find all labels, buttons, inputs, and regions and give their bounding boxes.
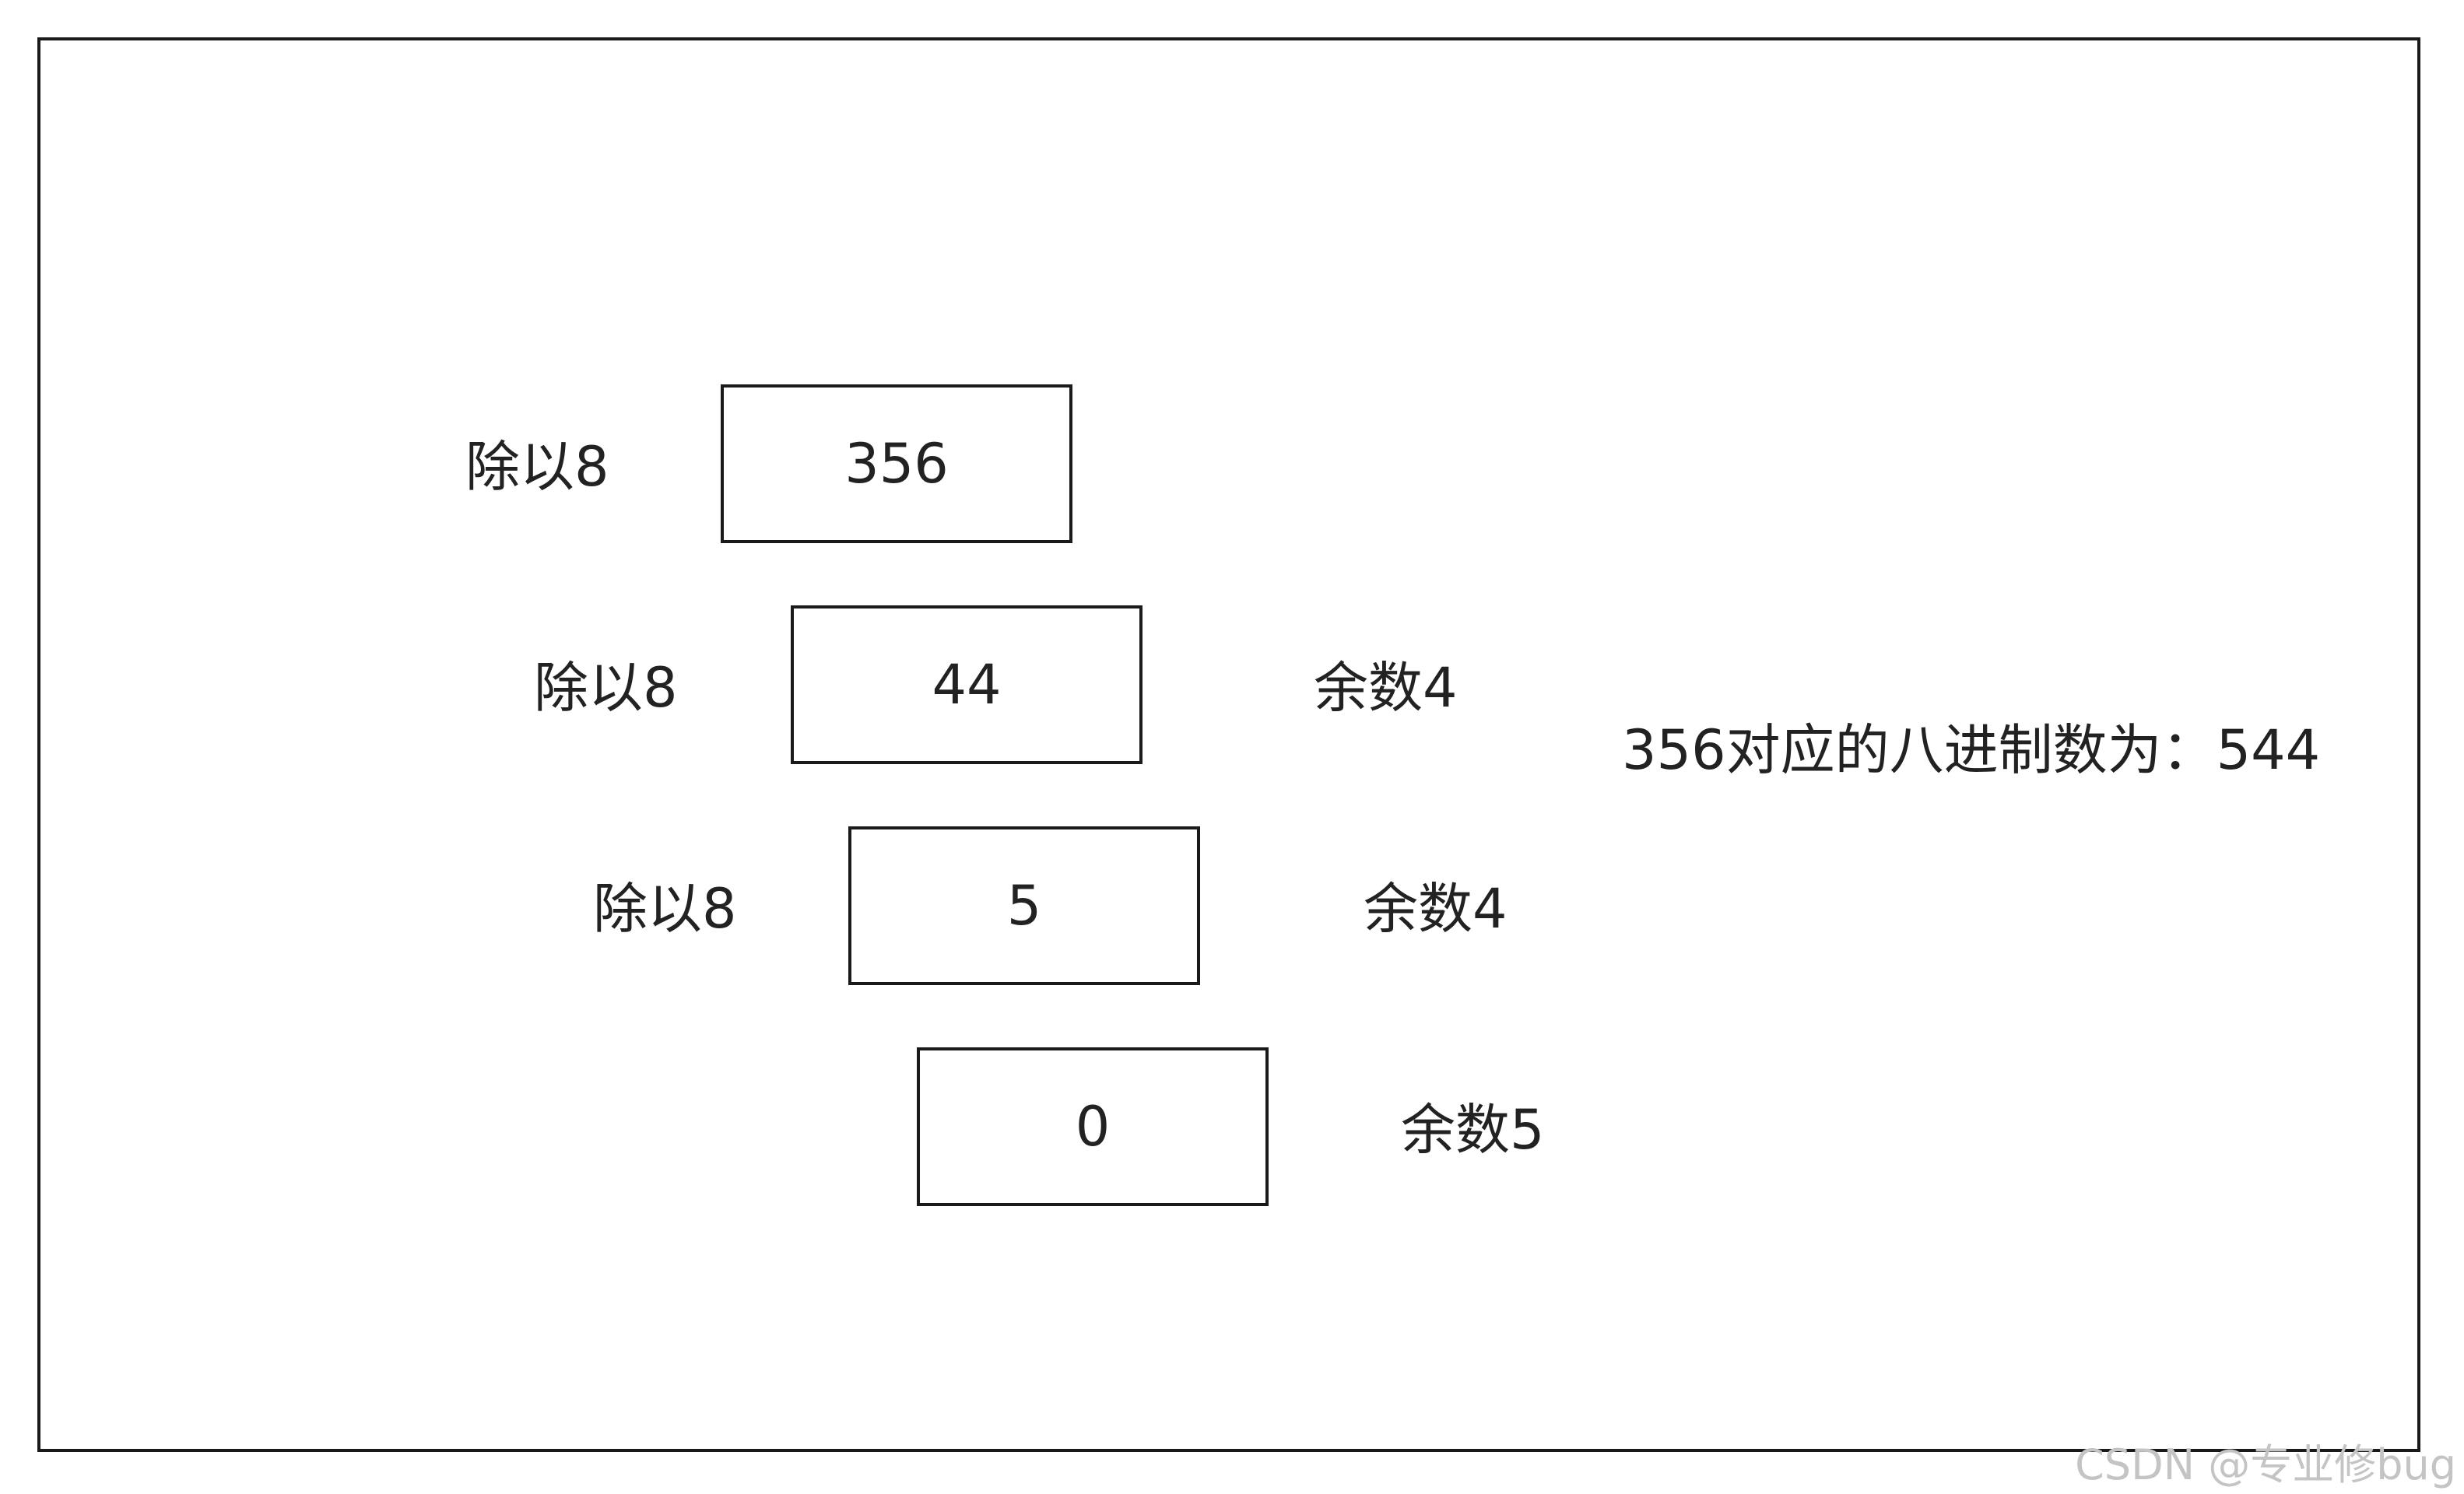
result-text: 356对应的八进制数为：544: [1622, 718, 2321, 782]
value-box-1: 356: [721, 384, 1072, 543]
divide-label-1: 除以8: [465, 435, 609, 499]
remainder-label-2: 余数4: [1314, 656, 1458, 720]
remainder-label-3: 余数4: [1364, 877, 1508, 941]
remainder-label-4: 余数5: [1401, 1098, 1545, 1162]
divide-label-3: 除以8: [593, 877, 737, 941]
value-box-3: 5: [848, 826, 1200, 985]
value-box-2: 44: [791, 605, 1142, 764]
value-box-4: 0: [917, 1047, 1269, 1206]
divide-label-2: 除以8: [534, 656, 678, 720]
diagram-frame: [37, 37, 2420, 1452]
watermark: CSDN @专业修bug: [2075, 1440, 2456, 1489]
